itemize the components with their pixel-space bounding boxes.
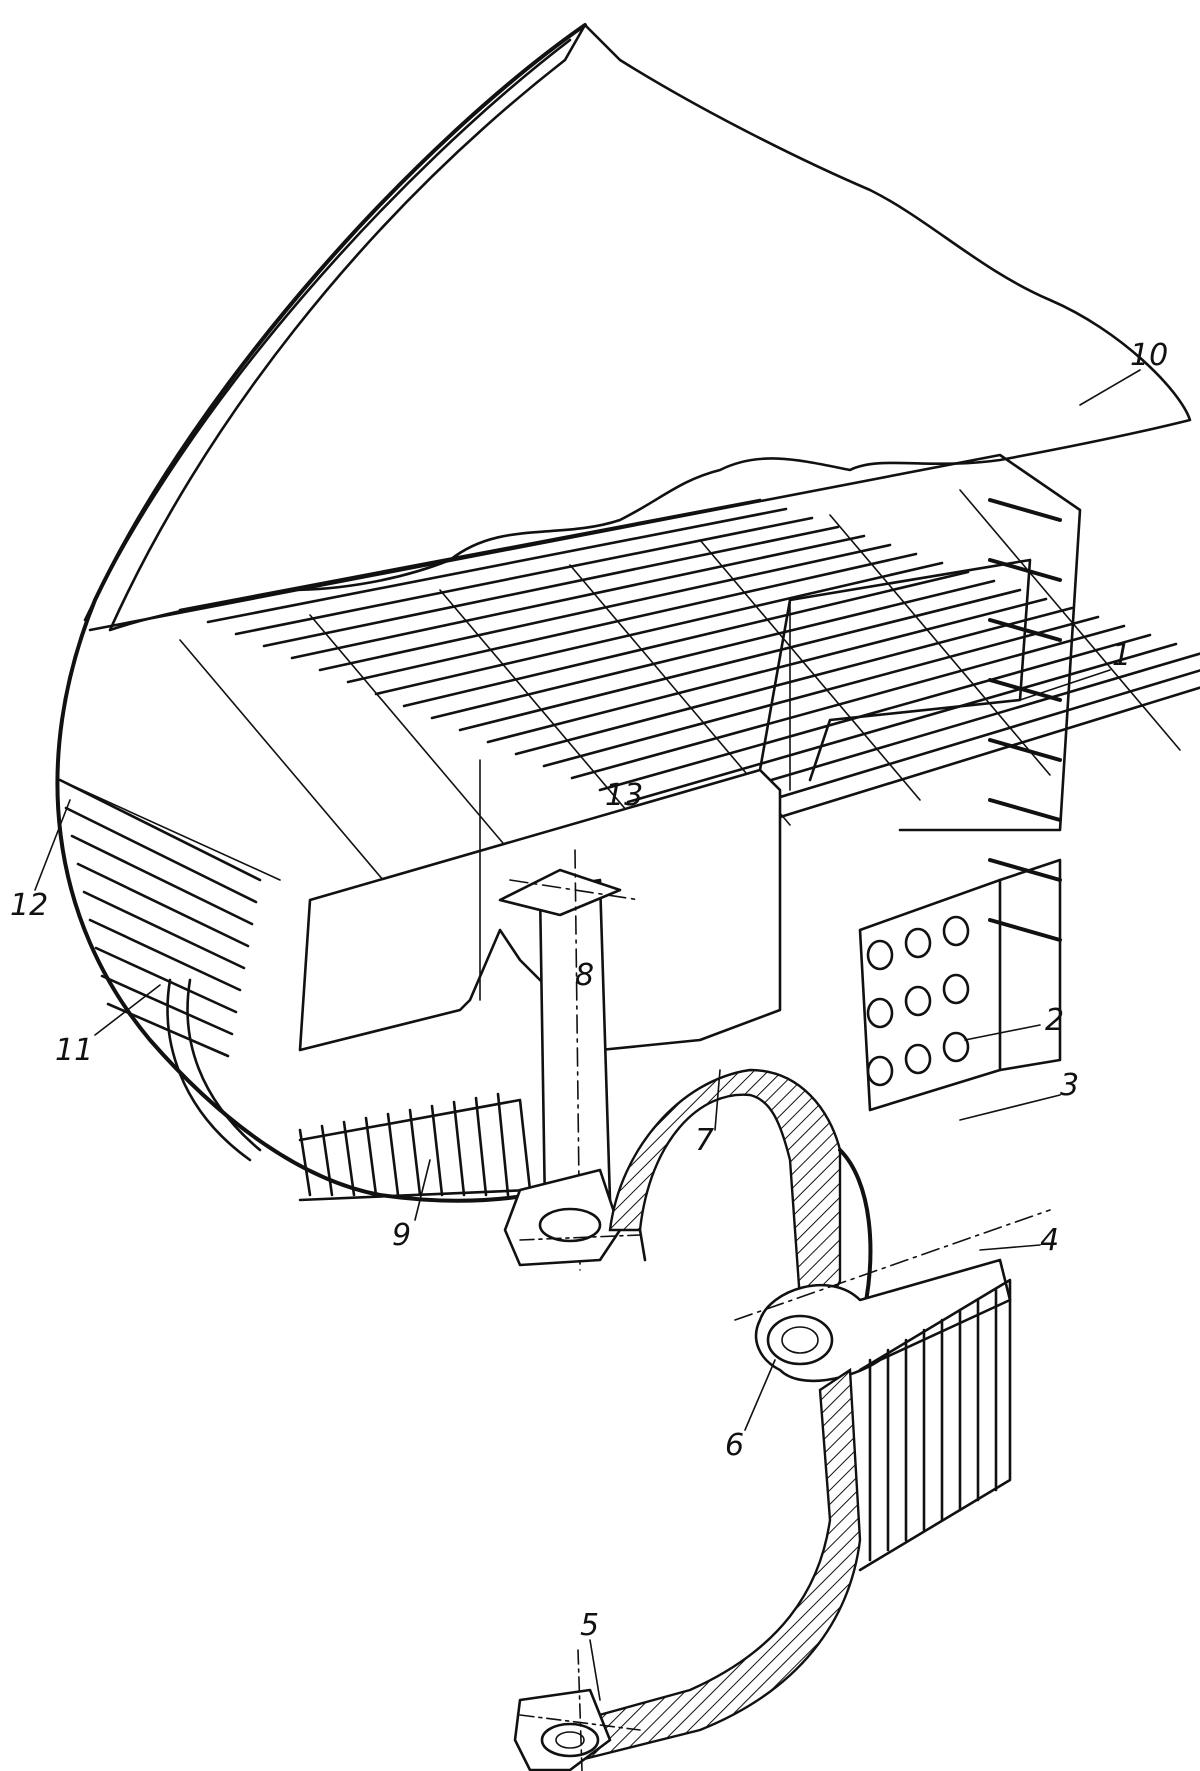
- right-side-frame: [988, 858, 1062, 882]
- side-plate-with-holes: [858, 498, 1062, 1112]
- label-5: 5: [580, 1608, 599, 1643]
- lightening-hole: [904, 985, 932, 1017]
- label-1: 1: [1112, 638, 1131, 673]
- stern-shell-contour: [55, 23, 587, 1203]
- deck-longitudinal: [514, 606, 1074, 756]
- deck-longitudinal: [458, 588, 1022, 732]
- label-10: 10: [1130, 338, 1168, 373]
- bottom-floors: [298, 1092, 532, 1202]
- stern-pillar: [498, 849, 641, 1271]
- bottom-floor: [364, 1116, 378, 1197]
- deck-longitudinal: [486, 597, 1048, 744]
- deck-longitudinal: [710, 686, 1200, 840]
- lightening-hole: [904, 927, 932, 959]
- deck-longitudinal: [402, 570, 970, 708]
- deck-longitudinal: [206, 507, 788, 624]
- label-8: 8: [575, 958, 594, 993]
- right-side-frame: [988, 558, 1062, 582]
- side-frame: [94, 946, 238, 1014]
- bottom-floor: [452, 1100, 466, 1197]
- lightening-hole: [942, 973, 970, 1005]
- lightening-hole: [866, 1055, 894, 1087]
- label-6: 6: [725, 1428, 744, 1463]
- label-9: 9: [392, 1218, 411, 1253]
- deck-longitudinal: [290, 534, 866, 660]
- right-side-frame: [988, 678, 1062, 702]
- lightening-hole: [904, 1043, 932, 1075]
- deck-transverse: [309, 614, 531, 876]
- deck-transverse: [829, 514, 1051, 776]
- side-frame: [64, 806, 258, 904]
- deck-longitudinal: [178, 498, 762, 612]
- side-frame: [58, 778, 262, 882]
- bottom-floor: [430, 1104, 444, 1197]
- right-side-frame: [988, 738, 1062, 762]
- side-frame: [76, 862, 250, 948]
- bottom-floor: [320, 1124, 334, 1197]
- label-7: 7: [695, 1123, 714, 1158]
- label-12: 12: [10, 888, 48, 923]
- deck-longitudinal: [542, 615, 1100, 768]
- lightening-hole: [866, 939, 894, 971]
- deck-longitudinal: [346, 552, 918, 684]
- rudder-heel-boss: [503, 1168, 641, 1267]
- side-frame: [82, 890, 246, 970]
- bottom-floor: [408, 1108, 422, 1197]
- deck-longitudinal: [262, 525, 840, 648]
- side-frame: [88, 918, 242, 992]
- label-2: 2: [1045, 1003, 1064, 1038]
- stern-frame-floors: [858, 1278, 1012, 1572]
- deck-transverse: [439, 589, 661, 851]
- right-side-frame: [988, 618, 1062, 642]
- side-frame: [100, 974, 234, 1036]
- label-11: 11: [55, 1033, 93, 1068]
- leader-lines: [34, 369, 1141, 1701]
- deck-transverse: [959, 489, 1181, 751]
- side-frame: [70, 834, 254, 926]
- lightening-hole: [866, 997, 894, 1029]
- deck-longitudinal: [570, 624, 1126, 780]
- deck-longitudinal: [374, 561, 944, 696]
- stern-frame: [513, 1068, 1051, 1771]
- bottom-floor: [386, 1112, 400, 1197]
- right-side-frame: [988, 798, 1062, 822]
- deck-transverse: [699, 539, 921, 801]
- side-frames-left: [58, 778, 281, 1162]
- deck-longitudinal: [430, 579, 996, 720]
- deck-longitudinal: [234, 516, 814, 636]
- deck-transverse: [179, 639, 401, 901]
- part-labels: 1 2 3 4 5 6 7 8 9 10 11 12 13: [10, 338, 1168, 1643]
- lightening-hole: [942, 1031, 970, 1063]
- label-3: 3: [1060, 1068, 1079, 1103]
- deck-longitudinal: [626, 642, 1178, 804]
- bottom-floor: [298, 1128, 312, 1197]
- deck-longitudinal: [598, 633, 1152, 792]
- upper-deck-plate: [108, 23, 1192, 632]
- bottom-floor: [496, 1092, 510, 1197]
- bottom-floor: [474, 1096, 488, 1197]
- bottom-floor: [342, 1120, 356, 1197]
- label-4: 4: [1040, 1223, 1059, 1258]
- right-side-frame: [988, 918, 1062, 942]
- lightening-hole: [942, 915, 970, 947]
- label-13: 13: [605, 778, 643, 813]
- side-frame: [106, 1002, 230, 1058]
- right-side-frame: [988, 498, 1062, 522]
